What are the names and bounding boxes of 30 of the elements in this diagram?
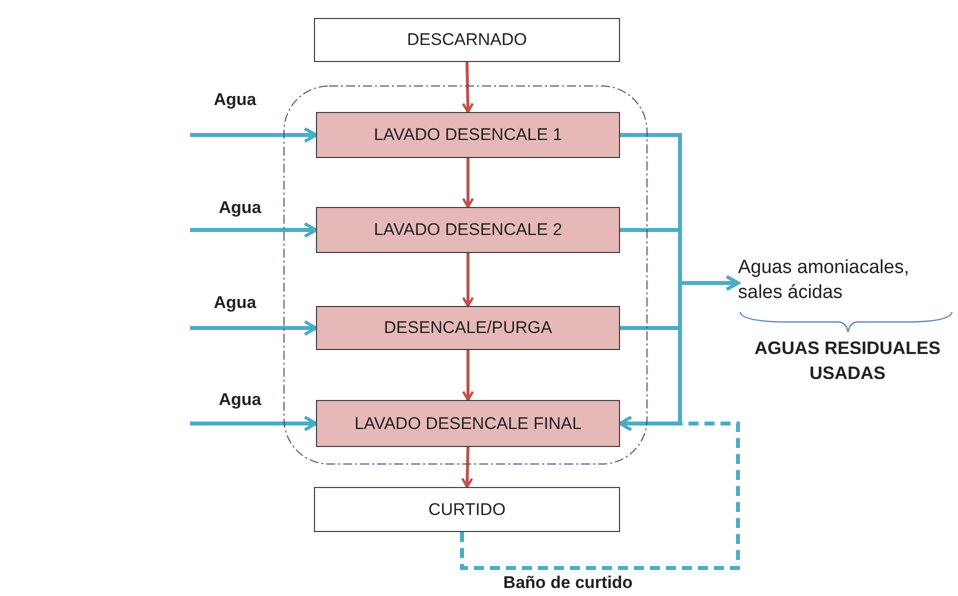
process-group-outline [283, 85, 648, 465]
arrow [190, 416, 318, 432]
edge-label: Agua [218, 389, 262, 412]
dashed-arrow [460, 416, 740, 570]
arrow [462, 62, 474, 114]
process-box [314, 487, 620, 532]
edge-label: Agua [218, 197, 262, 220]
arrow [462, 350, 474, 402]
node-label: Aguas amoniacales, sales ácidas [738, 256, 910, 305]
process-box [314, 18, 620, 62]
arrow [190, 127, 318, 143]
process-box [316, 306, 620, 350]
arrow [461, 446, 474, 488]
arrow [190, 222, 318, 238]
edge-label: Baño de curtido [502, 572, 634, 594]
process-box [316, 400, 620, 447]
node-label: DESENCALE/PURGA [384, 317, 552, 340]
node-label: LAVADO DESENCALE FINAL [354, 412, 582, 435]
node-label: LAVADO DESENCALE 2 [374, 219, 562, 242]
edge-label: Agua [212, 89, 258, 112]
node-label: DESCARNADO [407, 29, 527, 52]
annotation-text: AGUAS RESIDUALES USADAS [753, 337, 942, 386]
process-box [316, 207, 620, 253]
arrow [462, 158, 474, 208]
node-label: CURTIDO [428, 498, 506, 521]
arrow [190, 320, 318, 336]
process-box [316, 112, 620, 158]
node-label: LAVADO DESENCALE 1 [374, 124, 562, 146]
arrow [462, 253, 474, 308]
edge-label: Agua [212, 292, 258, 314]
